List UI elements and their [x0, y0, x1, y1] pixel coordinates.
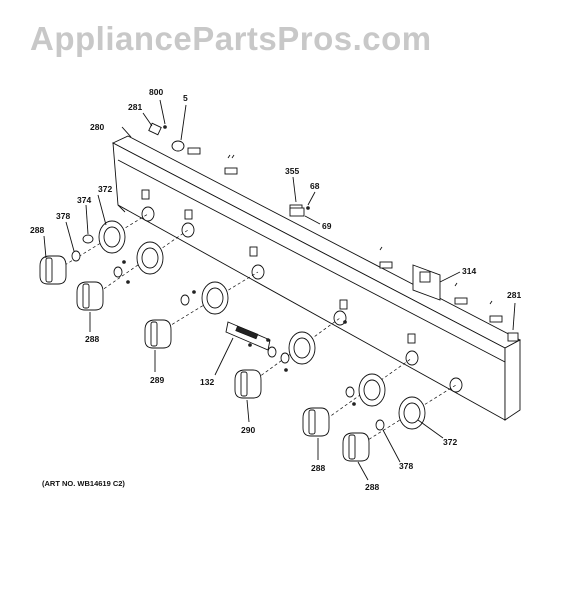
knob-288-d — [342, 432, 370, 462]
bezel-5 — [358, 373, 386, 407]
callout-288-a: 288 — [30, 225, 44, 235]
panel-slots — [141, 189, 463, 393]
indicator-light-assembly — [121, 99, 187, 152]
control-bracket-314 — [412, 264, 461, 301]
callout-288-b: 288 — [85, 334, 99, 344]
knob-288-a — [39, 255, 67, 285]
callout-355: 355 — [285, 166, 299, 176]
callout-374: 374 — [77, 195, 91, 205]
callout-800: 800 — [149, 87, 163, 97]
callout-289: 289 — [150, 375, 164, 385]
callout-281-top: 281 — [128, 102, 142, 112]
bezel-6 — [398, 396, 426, 430]
art-number: (ART NO. WB14619 C2) — [42, 479, 125, 488]
callout-281-right: 281 — [507, 290, 521, 300]
knob-288-c — [302, 407, 330, 437]
bezel-4 — [288, 331, 316, 365]
bezel-2 — [136, 241, 164, 275]
callout-378-left: 378 — [56, 211, 70, 221]
right-clip — [507, 302, 519, 342]
knob-290 — [234, 369, 262, 399]
leader-lines — [43, 194, 444, 481]
knob-289 — [144, 319, 172, 349]
callout-288-c: 288 — [311, 463, 325, 473]
bezel-3 — [201, 281, 229, 315]
callout-69: 69 — [322, 221, 332, 231]
knob-288-b — [76, 281, 104, 311]
watermark-text: AppliancePartsPros.com — [30, 20, 432, 57]
bezel-1 — [98, 220, 126, 254]
callout-280: 280 — [90, 122, 104, 132]
callout-372-left: 372 — [98, 184, 112, 194]
nameplate-132 — [214, 321, 271, 376]
top-brackets — [187, 147, 503, 323]
callout-290: 290 — [241, 425, 255, 435]
callout-288-d: 288 — [365, 482, 379, 492]
callout-5: 5 — [183, 93, 188, 103]
callout-132: 132 — [200, 377, 214, 387]
rings-and-screws — [71, 234, 385, 431]
control-panel-backsplash — [111, 135, 521, 421]
callout-68: 68 — [310, 181, 320, 191]
callout-378-right: 378 — [399, 461, 413, 471]
callout-314: 314 — [462, 266, 476, 276]
callout-372-right: 372 — [443, 437, 457, 447]
callout-labels: 800 5 281 280 355 68 69 372 374 378 288 … — [30, 87, 521, 492]
switch-assembly — [289, 176, 321, 225]
